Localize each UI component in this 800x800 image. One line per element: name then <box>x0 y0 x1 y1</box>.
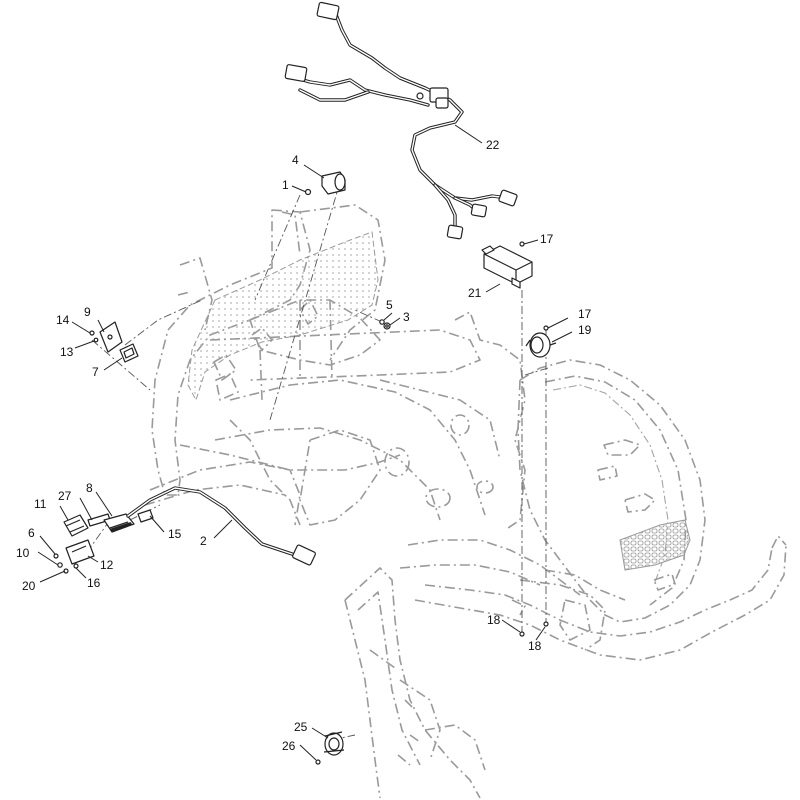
callout-19: 19 <box>578 323 592 337</box>
callout-5: 5 <box>386 298 393 312</box>
callout-9: 9 <box>84 305 91 319</box>
callout-27: 27 <box>58 489 72 503</box>
part-17-screw-a <box>519 241 525 247</box>
callout-8: 8 <box>86 481 93 495</box>
front-deflector <box>344 567 486 799</box>
callout-21: 21 <box>468 286 482 300</box>
part-15-sensor-lead <box>137 509 154 523</box>
callout-6: 6 <box>28 526 35 540</box>
callout-10: 10 <box>16 546 30 560</box>
machine-frame <box>144 204 526 531</box>
callout-12: 12 <box>100 558 114 572</box>
callout-13: 13 <box>60 345 74 359</box>
wire-harness-22 <box>284 1 518 240</box>
callout-17a: 17 <box>540 232 554 246</box>
part-13-washer <box>93 337 99 343</box>
part-7-plate <box>119 343 139 363</box>
callout-25: 25 <box>294 720 308 734</box>
callout-18a: 18 <box>487 613 501 627</box>
callout-18b: 18 <box>528 639 542 653</box>
part-1-screw <box>304 188 312 196</box>
callout-7: 7 <box>92 365 99 379</box>
callout-22: 22 <box>486 138 500 152</box>
part-19-buzzer <box>525 332 557 358</box>
callout-11: 11 <box>34 497 47 511</box>
part-14-screw <box>89 330 95 336</box>
callout-26: 26 <box>282 739 296 753</box>
callout-1: 1 <box>282 178 289 192</box>
callout-16: 16 <box>87 576 101 590</box>
small-hardware-6-10-20-16 <box>53 553 79 574</box>
part-26-screw <box>315 759 321 765</box>
callout-4: 4 <box>292 153 299 167</box>
part-3-nut <box>383 322 391 330</box>
callout-20: 20 <box>22 579 36 593</box>
callout-3: 3 <box>403 310 410 324</box>
part-5-washer <box>379 319 385 325</box>
callout-14: 14 <box>56 313 70 327</box>
part-4-sensor <box>321 171 346 195</box>
callout-2: 2 <box>200 534 207 548</box>
part-9-bracket <box>99 321 123 353</box>
part-25-grommet <box>323 731 345 756</box>
part-12-bracket <box>65 539 95 565</box>
callout-labels: 1 2 3 4 5 6 7 8 9 10 11 12 13 14 15 16 1… <box>16 138 592 753</box>
callout-17b: 17 <box>578 307 592 321</box>
callout-15: 15 <box>168 527 182 541</box>
rear-hood-panel <box>517 359 706 623</box>
part-18-screws <box>519 621 549 637</box>
part-2-harness <box>110 486 316 566</box>
rear-bumper-frame <box>399 535 787 661</box>
part-8-connector <box>103 513 135 533</box>
part-17-screw-b <box>543 325 549 331</box>
leader-lines <box>37 124 573 761</box>
part-11-switch <box>63 514 89 537</box>
part-21-module <box>481 245 533 289</box>
